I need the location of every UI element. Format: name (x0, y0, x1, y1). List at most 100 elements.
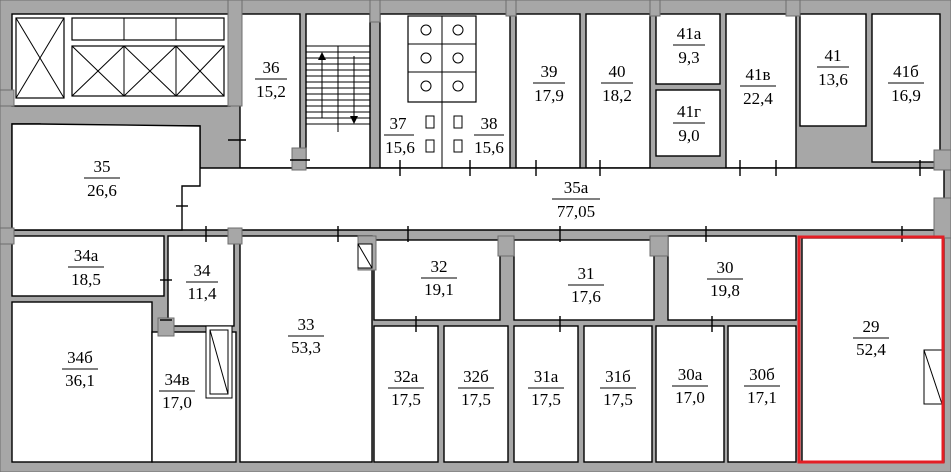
room-34a (11, 235, 165, 297)
label-38: 38 15,6 (474, 114, 504, 157)
room-area: 17,9 (534, 86, 564, 105)
room-32a (373, 325, 439, 463)
room-num: 41а (677, 24, 702, 43)
room-num: 31а (534, 367, 559, 386)
room-area: 11,4 (187, 284, 217, 303)
room-num: 41 (825, 46, 842, 65)
room-32 (373, 239, 501, 321)
label-29: 29 52,4 (853, 317, 889, 359)
label-41: 41 13,6 (817, 46, 849, 89)
room-area: 15,2 (256, 82, 286, 101)
room-num: 40 (609, 62, 626, 81)
room-31 (513, 239, 655, 321)
label-41v: 41в 22,4 (740, 65, 776, 108)
room-num: 29 (863, 317, 880, 336)
room-num: 34 (194, 261, 212, 280)
room-num: 31 (578, 264, 595, 283)
room-area: 17,0 (162, 393, 192, 412)
room-num: 32а (394, 367, 419, 386)
room-30b (727, 325, 797, 463)
room-area: 22,4 (743, 89, 773, 108)
label-32b: 32б 17,5 (458, 367, 494, 409)
room-num: 32б (463, 367, 489, 386)
room-num: 30 (717, 258, 734, 277)
room-33 (239, 235, 373, 463)
room-num: 34в (164, 370, 189, 389)
room-area: 13,6 (818, 70, 848, 89)
label-30: 30 19,8 (707, 258, 743, 300)
label-31: 31 17,6 (568, 264, 604, 306)
room-area: 9,0 (678, 126, 699, 145)
room-num: 31б (605, 367, 631, 386)
wc-fixtures (407, 15, 477, 168)
columns (0, 0, 951, 337)
room-35 (11, 123, 201, 231)
window-grid (15, 17, 225, 99)
room-num: 41в (745, 65, 770, 84)
room-area: 17,0 (675, 388, 705, 407)
room-num: 41г (677, 102, 701, 121)
highlight-frame-room-29 (797, 235, 945, 464)
room-area: 19,8 (710, 281, 740, 300)
label-33: 33 53,3 (288, 315, 324, 357)
room-num: 30б (749, 365, 775, 384)
label-31a: 31а 17,5 (528, 367, 564, 409)
room-area: 15,6 (385, 138, 415, 157)
room-41v (725, 13, 797, 169)
label-34b: 34б 36,1 (62, 348, 98, 390)
room-num: 38 (481, 114, 498, 133)
room-32b (443, 325, 509, 463)
room-30 (667, 235, 797, 321)
room-num: 30а (678, 365, 703, 384)
room-area: 36,1 (65, 371, 95, 390)
room-area: 26,6 (87, 181, 117, 200)
room-area: 17,1 (747, 388, 777, 407)
room-40 (585, 13, 651, 169)
room-39 (515, 13, 581, 169)
room-41a (655, 13, 721, 85)
label-34v: 34в 17,0 (159, 370, 195, 412)
room-area: 77,05 (557, 202, 595, 221)
room-36 (239, 13, 301, 169)
room-area: 18,2 (602, 86, 632, 105)
room-num: 32 (431, 257, 448, 276)
label-34a: 34а 18,5 (68, 246, 104, 289)
vent-shafts (205, 243, 943, 405)
room-34b (11, 301, 153, 463)
room-area: 17,6 (571, 287, 601, 306)
room-area: 17,5 (531, 390, 561, 409)
room-area: 18,5 (71, 270, 101, 289)
room-area: 52,4 (856, 340, 886, 359)
stair-steps (306, 45, 370, 132)
room-area: 53,3 (291, 338, 321, 357)
label-40: 40 18,2 (601, 62, 633, 105)
room-41 (799, 13, 867, 127)
room-num: 34а (74, 246, 99, 265)
room-31b (583, 325, 653, 463)
room-num: 34б (67, 348, 93, 367)
room-41b (871, 13, 941, 163)
room-num: 33 (298, 315, 315, 334)
label-30a: 30а 17,0 (672, 365, 708, 407)
room-area: 16,9 (891, 86, 921, 105)
room-num: 36 (263, 58, 280, 77)
room-num: 39 (541, 62, 558, 81)
label-36: 36 15,2 (255, 58, 287, 101)
room-area: 17,5 (603, 390, 633, 409)
room-area: 17,5 (461, 390, 491, 409)
room-30a (655, 325, 725, 463)
label-39: 39 17,9 (533, 62, 565, 105)
room-31a (513, 325, 579, 463)
room-34 (167, 235, 235, 327)
label-30b: 30б 17,1 (744, 365, 780, 407)
label-34: 34 11,4 (186, 261, 218, 303)
room-area: 15,6 (474, 138, 504, 157)
